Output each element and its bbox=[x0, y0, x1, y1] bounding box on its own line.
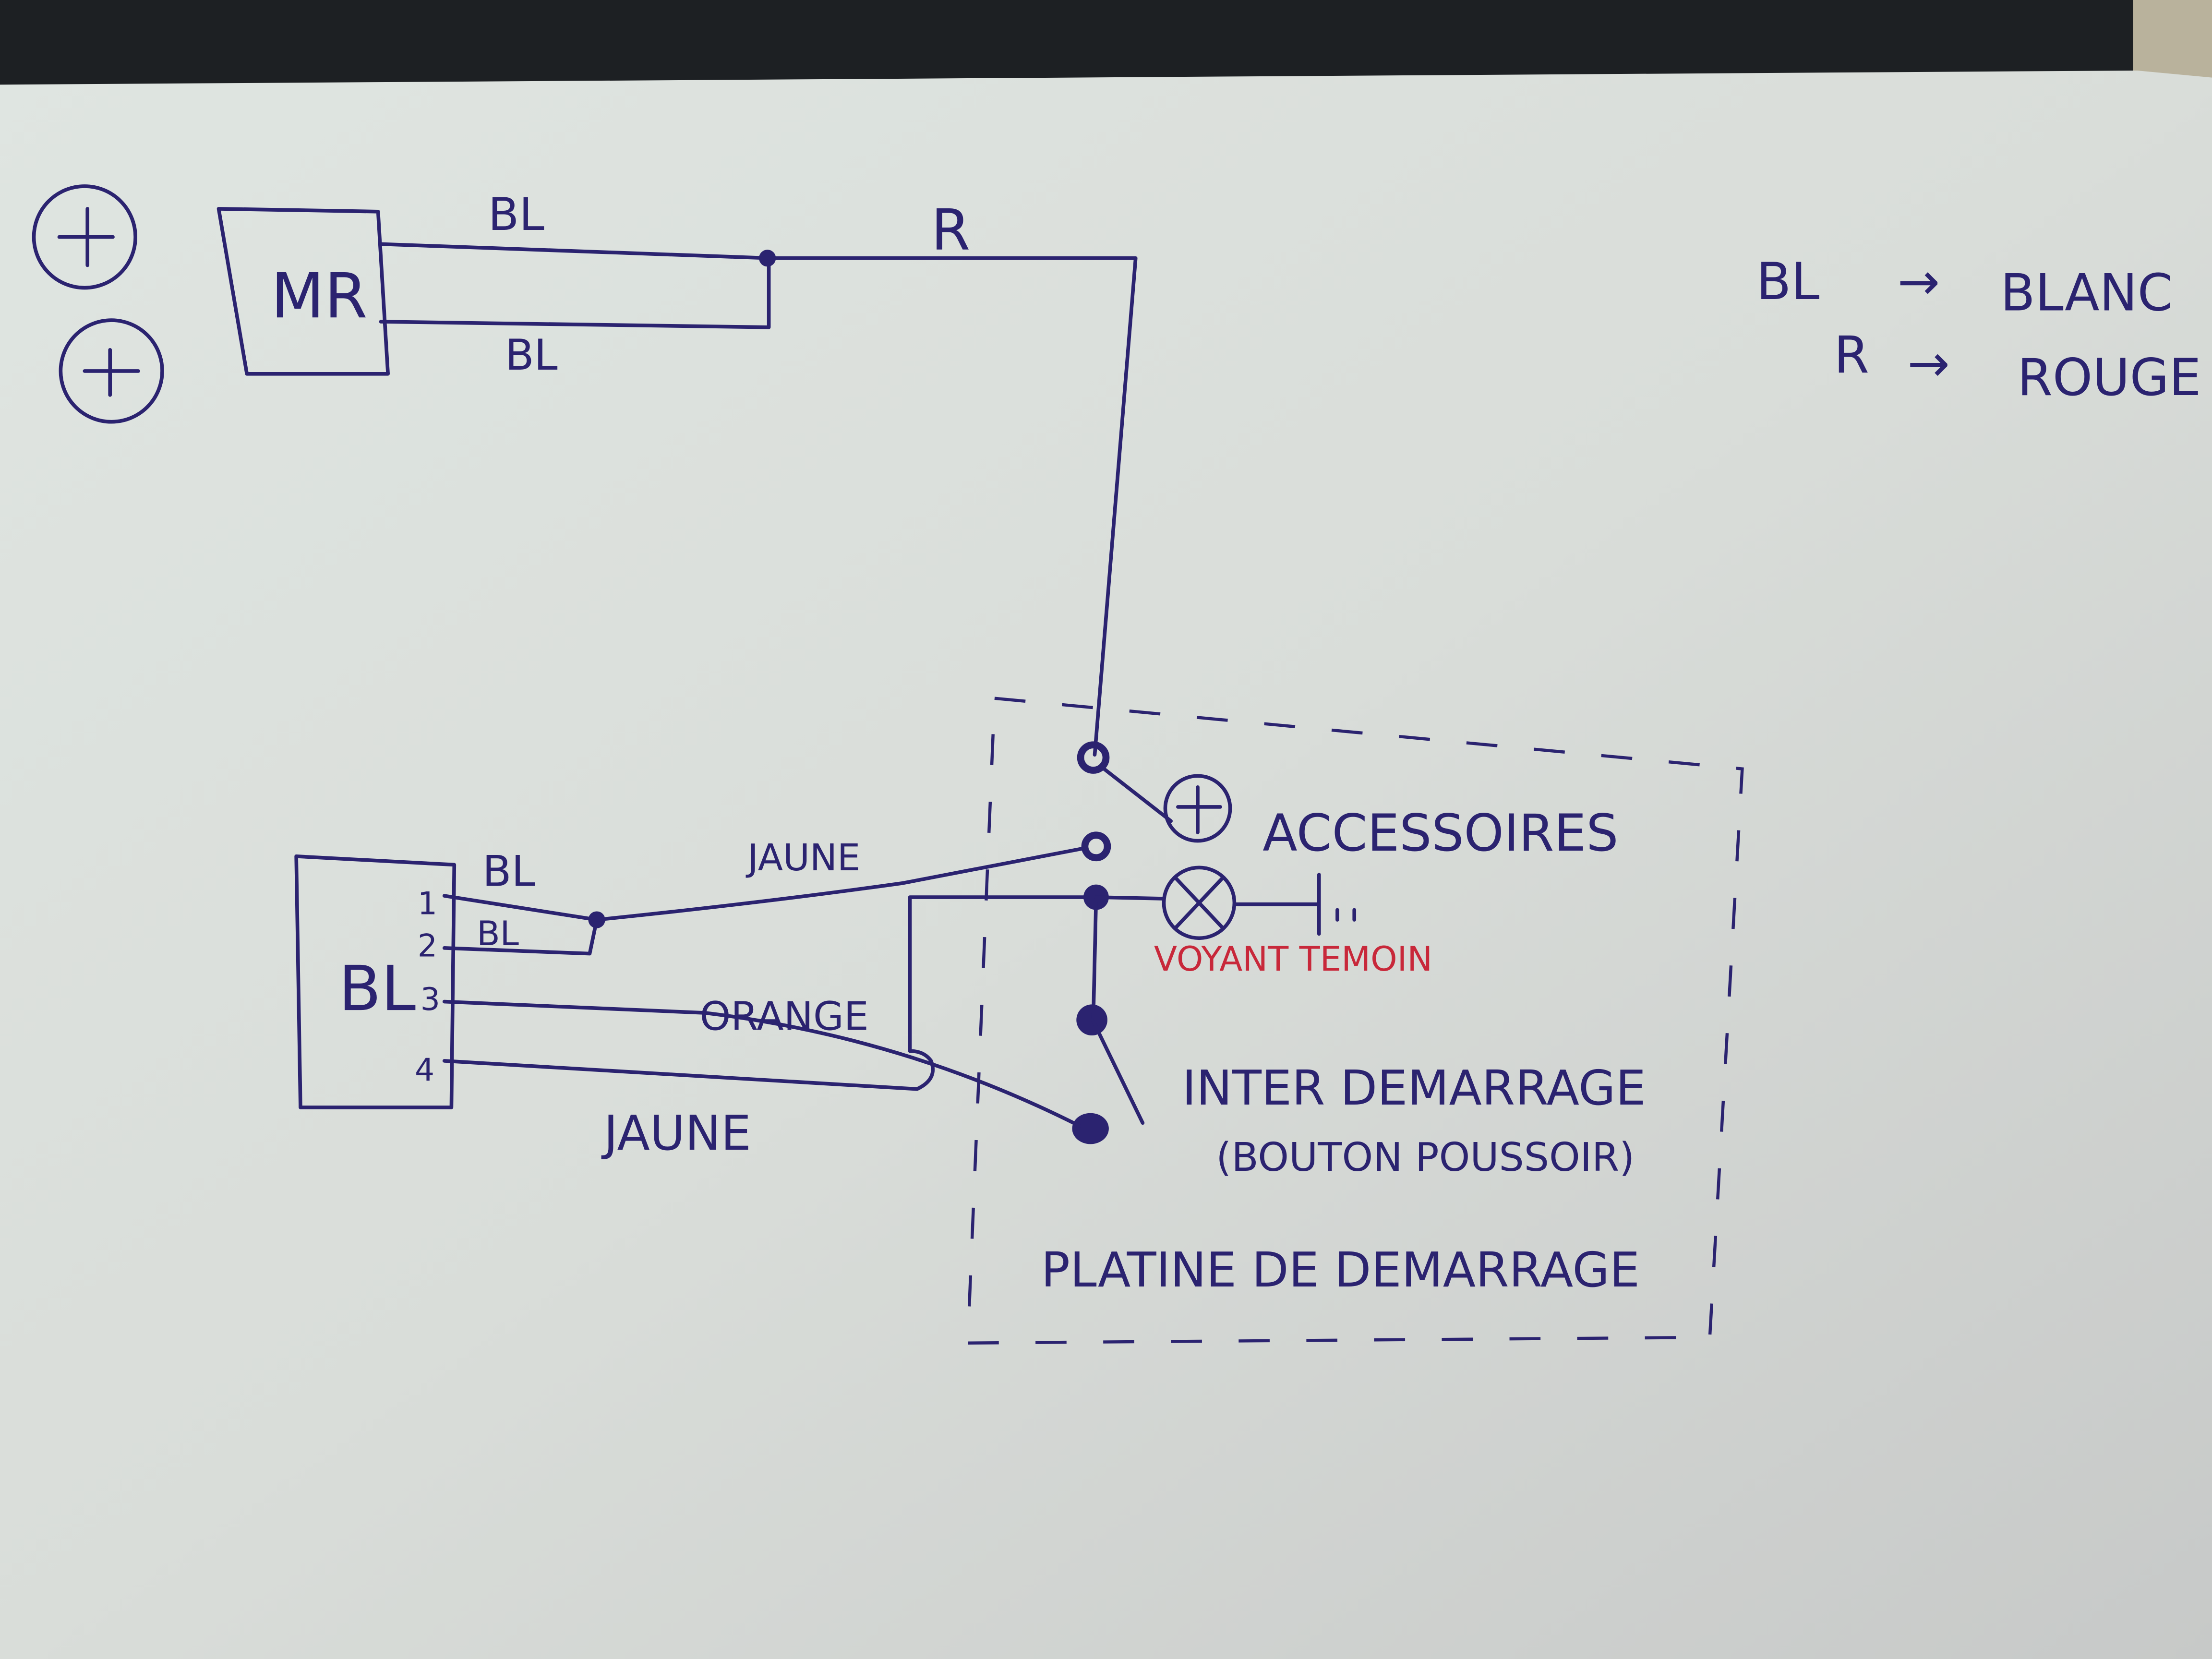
common-bus bbox=[1091, 895, 1098, 1021]
accessories-link bbox=[1098, 764, 1173, 823]
accessories-label: ACCESSOIRES bbox=[1262, 804, 1618, 863]
lamp-label: VOYANT TEMOIN bbox=[1154, 939, 1432, 979]
legend-code: R bbox=[1834, 325, 1869, 385]
pin-3: 3 bbox=[421, 982, 440, 1018]
plus-terminal-icon bbox=[59, 318, 164, 424]
lamp-icon bbox=[1162, 866, 1237, 940]
wire-jaune-bottom bbox=[442, 895, 1088, 1091]
bl-block-label: BL bbox=[338, 953, 416, 1025]
wire-label-orange: ORANGE bbox=[700, 994, 869, 1039]
wire-label-bl-bottom: BL bbox=[505, 330, 558, 380]
wire-pin2 bbox=[442, 918, 599, 956]
legend-meaning: BLANC bbox=[2000, 264, 2173, 323]
legend: BL → BLANC R → ROUGE bbox=[1756, 252, 2201, 407]
wire-label-bl-top: BL bbox=[488, 189, 544, 241]
legend-meaning: ROUGE bbox=[2017, 348, 2201, 407]
board-title: PLATINE DE DEMARRAGE bbox=[1041, 1242, 1640, 1298]
plus-accessories-icon bbox=[1163, 774, 1232, 843]
motor-wires bbox=[379, 242, 771, 329]
wire-label-pin2: BL bbox=[477, 914, 519, 953]
wire-jaune-top bbox=[595, 846, 1088, 922]
pin-4: 4 bbox=[415, 1052, 434, 1088]
wire-label-jaune-bottom: JAUNE bbox=[601, 1105, 751, 1161]
terminal-switch-top bbox=[1076, 1004, 1107, 1036]
pin-2: 2 bbox=[418, 928, 437, 964]
terminal-accessories bbox=[1077, 741, 1110, 774]
terminal-switch-bottom bbox=[1072, 1113, 1109, 1144]
motor-box bbox=[216, 207, 390, 376]
legend-arrow: → bbox=[1898, 252, 1940, 311]
wire-pin1 bbox=[442, 894, 599, 922]
wire-label-jaune-top: JAUNE bbox=[746, 837, 861, 879]
board-dashed-outline bbox=[966, 697, 1744, 1345]
motor-label: MR bbox=[271, 260, 367, 332]
desk-corner bbox=[2133, 0, 2212, 85]
lamp-wire bbox=[1094, 895, 1166, 901]
legend-arrow: → bbox=[1907, 334, 1950, 393]
bl-block-box bbox=[294, 854, 457, 1109]
switch-note: (BOUTON POUSSOIR) bbox=[1216, 1135, 1635, 1180]
paper-sheet bbox=[0, 70, 2212, 1659]
push-button-contact bbox=[1091, 1019, 1145, 1125]
legend-code: BL bbox=[1756, 252, 1820, 311]
switch-label: INTER DEMARRAGE bbox=[1182, 1060, 1646, 1116]
plus-terminal-icon bbox=[32, 184, 137, 290]
wire-orange bbox=[442, 999, 1081, 1128]
wire-label-pin1: BL bbox=[482, 847, 535, 896]
ground-icon bbox=[1317, 873, 1357, 936]
wire-label-r: R bbox=[931, 197, 971, 263]
pin-1: 1 bbox=[418, 886, 437, 922]
red-supply-wire bbox=[767, 256, 1138, 757]
